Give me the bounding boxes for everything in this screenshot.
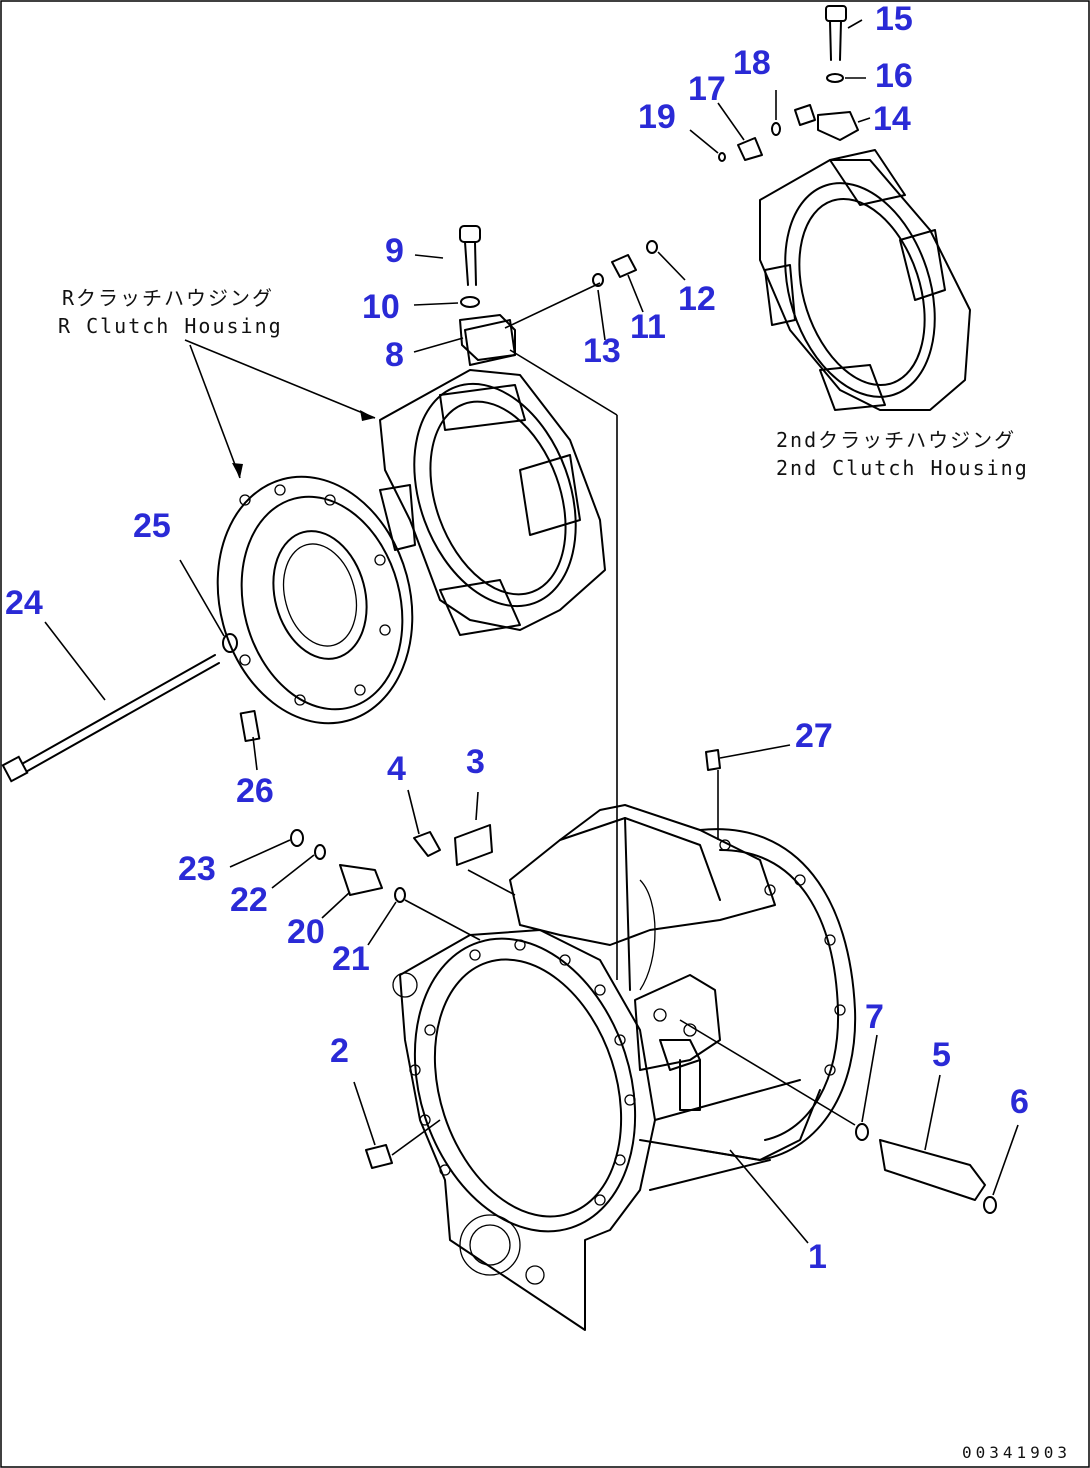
callout-15: 15 — [875, 0, 913, 38]
callout-27: 27 — [795, 717, 833, 755]
washer-10 — [460, 296, 480, 308]
callout-25: 25 — [133, 507, 171, 545]
plug-27 — [705, 749, 721, 771]
fitting-20 — [339, 864, 383, 896]
callout-8: 8 — [385, 336, 404, 374]
callout-19: 19 — [638, 98, 676, 136]
bolt-4 — [413, 831, 441, 857]
o-ring-13 — [592, 273, 604, 287]
r-clutch-housing — [379, 319, 606, 636]
callout-6: 6 — [1010, 1083, 1029, 1121]
callout-2: 2 — [330, 1032, 349, 1070]
o-ring-18 — [771, 122, 781, 136]
bolt-9 — [459, 225, 481, 286]
plug-2 — [365, 1144, 393, 1169]
plate-3 — [454, 824, 493, 866]
block-8 — [459, 314, 516, 361]
fitting-17 — [737, 137, 763, 161]
o-ring-12 — [646, 240, 658, 254]
flange-bolt-holes — [409, 839, 846, 1206]
callout-26: 26 — [236, 772, 274, 810]
o-ring-6 — [983, 1196, 997, 1214]
o-ring-22 — [314, 844, 326, 860]
second-clutch-housing-label-en: 2nd Clutch Housing — [776, 456, 1029, 480]
o-ring-19 — [718, 152, 726, 162]
callout-7: 7 — [865, 998, 884, 1036]
callout-20: 20 — [287, 913, 325, 951]
second-clutch-housing-label-jp: 2ndクラッチハウジング — [776, 428, 1016, 452]
callout-14: 14 — [873, 100, 911, 138]
callout-21: 21 — [332, 940, 370, 978]
washer-16 — [826, 73, 844, 83]
callout-5: 5 — [932, 1036, 951, 1074]
block-14 — [817, 111, 859, 141]
callout-17: 17 — [688, 70, 726, 108]
r-clutch-housing-label-en: R Clutch Housing — [58, 314, 283, 338]
o-ring-23 — [290, 829, 304, 847]
leader-lines — [44, 19, 1019, 1244]
pin-26 — [239, 709, 261, 743]
callout-18: 18 — [733, 44, 771, 82]
callout-9: 9 — [385, 232, 404, 270]
callout-1: 1 — [808, 1238, 827, 1276]
callout-3: 3 — [466, 743, 485, 781]
shaft-5 — [879, 1139, 986, 1201]
o-ring-7 — [855, 1123, 869, 1141]
second-clutch-housing — [759, 149, 971, 411]
washer-25 — [222, 633, 238, 653]
fitting-11 — [611, 254, 637, 278]
callout-12: 12 — [678, 280, 716, 318]
callout-11: 11 — [630, 308, 666, 346]
callout-13: 13 — [583, 332, 621, 370]
callout-numbers: 1 2 3 4 5 6 7 8 9 10 11 12 13 14 15 16 1… — [5, 0, 1029, 1276]
callout-22: 22 — [230, 881, 268, 919]
callout-10: 10 — [362, 288, 400, 326]
callout-24: 24 — [5, 584, 43, 622]
callout-23: 23 — [178, 850, 216, 888]
o-ring-21 — [394, 887, 406, 903]
main-transmission-housing — [392, 804, 857, 1331]
bolt-15 — [825, 5, 847, 61]
callout-16: 16 — [875, 57, 913, 95]
long-bolt-24 — [1, 654, 220, 783]
callout-4: 4 — [387, 750, 406, 788]
r-clutch-cover-plate — [216, 475, 414, 725]
drawing-number: 00341903 — [962, 1443, 1071, 1462]
r-clutch-housing-label-jp: Rクラッチハウジング — [62, 286, 274, 310]
